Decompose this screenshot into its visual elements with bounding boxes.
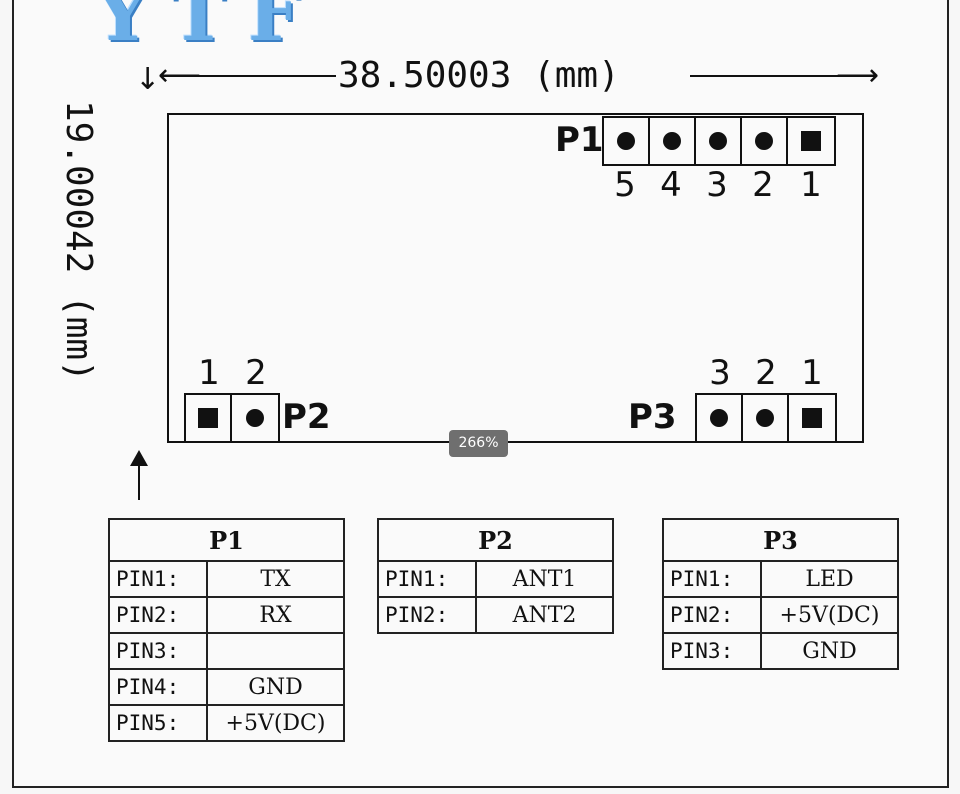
dimension-line-left: [166, 75, 336, 77]
table-row: PIN1:TX: [108, 560, 345, 598]
table-row: PIN5:+5V(DC): [108, 704, 345, 742]
zoom-badge: 266%: [449, 430, 508, 457]
header-p1-label: P1: [555, 120, 604, 160]
pin-p1-4: [650, 118, 696, 164]
header-p1: [602, 116, 836, 166]
pin-number: 2: [755, 353, 777, 393]
table-row: PIN3:GND: [662, 632, 899, 670]
pin-p2-2: [232, 395, 278, 441]
table-title: P1: [108, 518, 345, 562]
width-dimension: ⟵ 38.50003 (mm) ⟶: [158, 55, 879, 96]
table-row: PIN4:GND: [108, 668, 345, 706]
pin-p1-5: [604, 118, 650, 164]
pin-p3-3: [697, 395, 743, 441]
table-row: PIN2:ANT2: [377, 596, 614, 634]
pin-number: 1: [800, 165, 822, 205]
pin-number: 1: [198, 353, 220, 393]
pin-p1-3: [696, 118, 742, 164]
pin-p3-1: [789, 395, 835, 441]
table-row: PIN3:: [108, 632, 345, 670]
arrow-down-icon: ↓: [135, 62, 161, 97]
arrow-right-icon: ⟶: [836, 58, 880, 93]
pcb-outline: [167, 113, 864, 443]
pin-p2-1: [186, 395, 232, 441]
header-p2-label: P2: [282, 397, 331, 437]
pin-number: 2: [245, 353, 267, 393]
header-p2: [184, 393, 280, 443]
table-row: PIN1:ANT1: [377, 560, 614, 598]
pin-table-p2: P2 PIN1:ANT1 PIN2:ANT2: [377, 518, 614, 634]
pin-p3-2: [743, 395, 789, 441]
height-label: 19.00042 (mm): [58, 100, 99, 382]
pin-number: 2: [752, 165, 774, 205]
pin-number: 1: [801, 353, 823, 393]
height-dimension: 19.00042 (mm): [50, 100, 110, 460]
arrow-up-icon: [130, 450, 148, 500]
pin-number: 5: [614, 165, 636, 205]
dimension-line-right: [690, 75, 860, 77]
header-p3: [695, 393, 837, 443]
pin-number: 3: [709, 353, 731, 393]
brand-logo: YTF: [96, 0, 323, 58]
table-row: PIN2:RX: [108, 596, 345, 634]
pin-table-p1: P1 PIN1:TX PIN2:RX PIN3: PIN4:GND PIN5:+…: [108, 518, 345, 742]
pin-p1-1: [788, 118, 834, 164]
table-row: PIN1:LED: [662, 560, 899, 598]
pin-table-p3: P3 PIN1:LED PIN2:+5V(DC) PIN3:GND: [662, 518, 899, 670]
table-title: P3: [662, 518, 899, 562]
table-title: P2: [377, 518, 614, 562]
pin-number: 4: [660, 165, 682, 205]
pin-p1-2: [742, 118, 788, 164]
table-row: PIN2:+5V(DC): [662, 596, 899, 634]
pin-number: 3: [706, 165, 728, 205]
header-p3-label: P3: [628, 397, 677, 437]
width-label: 38.50003 (mm): [338, 55, 620, 96]
